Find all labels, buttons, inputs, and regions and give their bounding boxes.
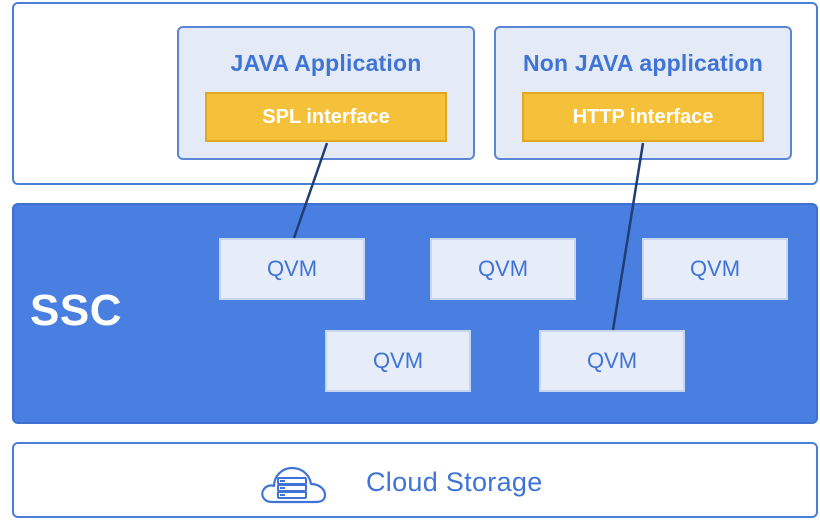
qvm-node-4: QVM xyxy=(325,330,471,392)
java-application-title: JAVA Application xyxy=(230,50,422,76)
java-application-box: JAVA Application SPL interface xyxy=(177,26,475,160)
qvm-node-2: QVM xyxy=(430,238,576,300)
non-java-application-title: Non JAVA application xyxy=(523,50,763,76)
non-java-application-box: Non JAVA application HTTP interface xyxy=(494,26,792,160)
qvm-node-1: QVM xyxy=(219,238,365,300)
cloud-storage-icon xyxy=(261,466,327,504)
http-interface-box: HTTP interface xyxy=(522,92,764,142)
cloud-storage-label: Cloud Storage xyxy=(366,467,543,497)
qvm-node-5: QVM xyxy=(539,330,685,392)
spl-interface-box: SPL interface xyxy=(205,92,447,142)
qvm-node-3: QVM xyxy=(642,238,788,300)
storage-layer xyxy=(12,442,818,518)
ssc-label: SSC xyxy=(30,286,122,335)
